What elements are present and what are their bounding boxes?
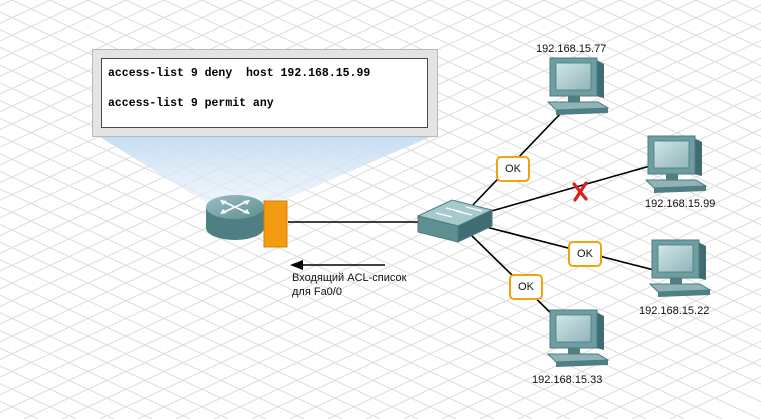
x-mark-icon <box>572 181 588 202</box>
inbound-acl-note: Входящий ACL-список для Fa0/0 <box>292 271 406 299</box>
computer-h22 <box>648 239 712 297</box>
computer-h77 <box>546 57 610 115</box>
inbound-arrow <box>290 260 385 270</box>
computer-h33 <box>546 309 610 367</box>
acl-highlight-beam <box>100 137 430 205</box>
link-switch-h99 <box>487 165 651 213</box>
computer-h99 <box>644 135 708 193</box>
host-ip-label-99: 192.168.15.99 <box>645 198 716 210</box>
ok-badge-77: OK <box>496 156 530 182</box>
host-ip-label-22: 192.168.15.22 <box>639 305 710 317</box>
router <box>206 195 264 240</box>
host-ip-label-77: 192.168.15.77 <box>536 43 607 55</box>
host-ip-label-33: 192.168.15.33 <box>532 374 603 386</box>
switch <box>416 199 494 243</box>
interface-fa0-0 <box>263 200 288 248</box>
ok-badge-22: OK <box>568 241 602 267</box>
acl-line-permit: access-list 9 permit any <box>108 97 274 110</box>
acl-config-panel: access-list 9 deny host 192.168.15.99 ac… <box>92 49 438 137</box>
acl-line-deny: access-list 9 deny host 192.168.15.99 <box>108 67 371 80</box>
ok-badge-33: OK <box>509 274 543 300</box>
inbound-acl-note-line1: Входящий ACL-список <box>292 272 407 284</box>
inbound-acl-note-line2: для Fa0/0 <box>292 286 342 298</box>
acl-config-text-area: access-list 9 deny host 192.168.15.99 ac… <box>101 58 428 128</box>
